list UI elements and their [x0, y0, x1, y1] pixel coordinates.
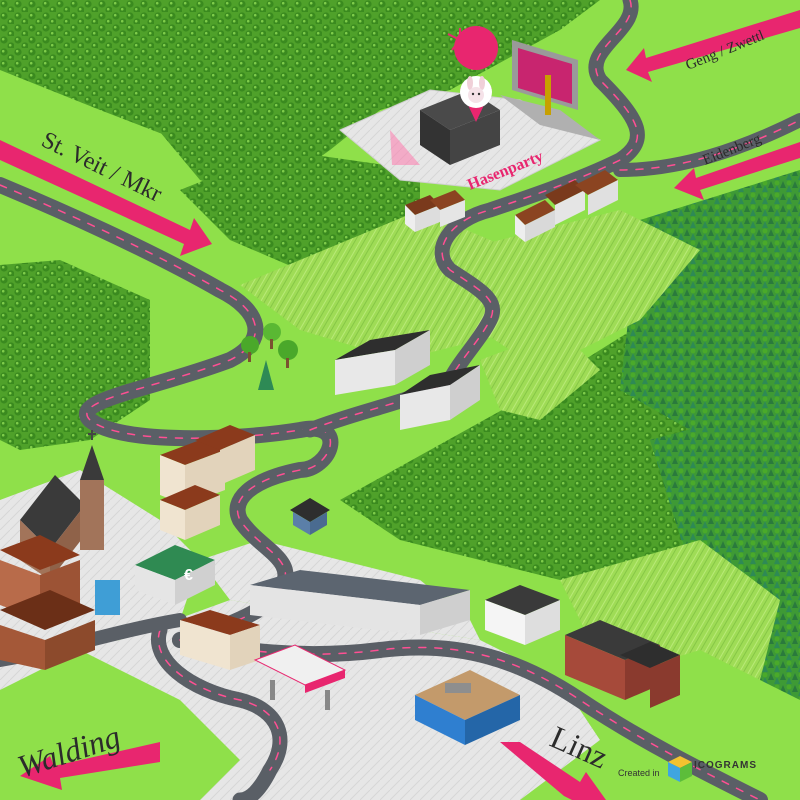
direction-arrows [0, 10, 800, 800]
spotlight-beam [390, 130, 420, 165]
field-east [460, 210, 700, 370]
credit-brand: ICOGRAMS [694, 760, 757, 771]
euro-symbol: € [184, 567, 193, 584]
town-rowhouses-south [180, 570, 470, 670]
house-north-1 [405, 190, 465, 232]
blue-container [95, 580, 120, 615]
field-center-east [480, 330, 600, 420]
village-buildings: € [0, 170, 680, 745]
arrow-walding [20, 742, 160, 790]
grass-patch-southwest [0, 650, 240, 800]
shopping-center [415, 670, 520, 745]
bank-building: € [135, 545, 215, 605]
arrow-eidenberg [674, 142, 800, 200]
warehouse-white [485, 585, 560, 645]
small-pavilion [290, 498, 330, 535]
eidenberg-road-markings [619, 119, 800, 171]
rowhouses-west [0, 535, 95, 670]
brick-complex [565, 620, 680, 708]
arrow-st-veit [0, 140, 212, 256]
house-row-north [515, 170, 618, 242]
tree-cluster [241, 323, 298, 390]
town-road-east-markings [179, 639, 761, 800]
gas-station [253, 644, 347, 710]
townhouses-center [335, 330, 480, 430]
brand-credit: Created in ICOGRAMS [618, 756, 757, 782]
houses-town-north [160, 425, 255, 540]
crop-fields [240, 210, 780, 700]
town-road-south-markings [157, 629, 281, 771]
icograms-cube-icon [668, 756, 692, 782]
bunny-location-pin-icon[interactable] [454, 26, 499, 122]
arrow-geng-zwettl [626, 10, 800, 82]
event-stage [500, 40, 600, 140]
arrow-linz [500, 742, 606, 800]
credit-created-in: Created in [618, 768, 660, 778]
festival-area [390, 26, 600, 165]
